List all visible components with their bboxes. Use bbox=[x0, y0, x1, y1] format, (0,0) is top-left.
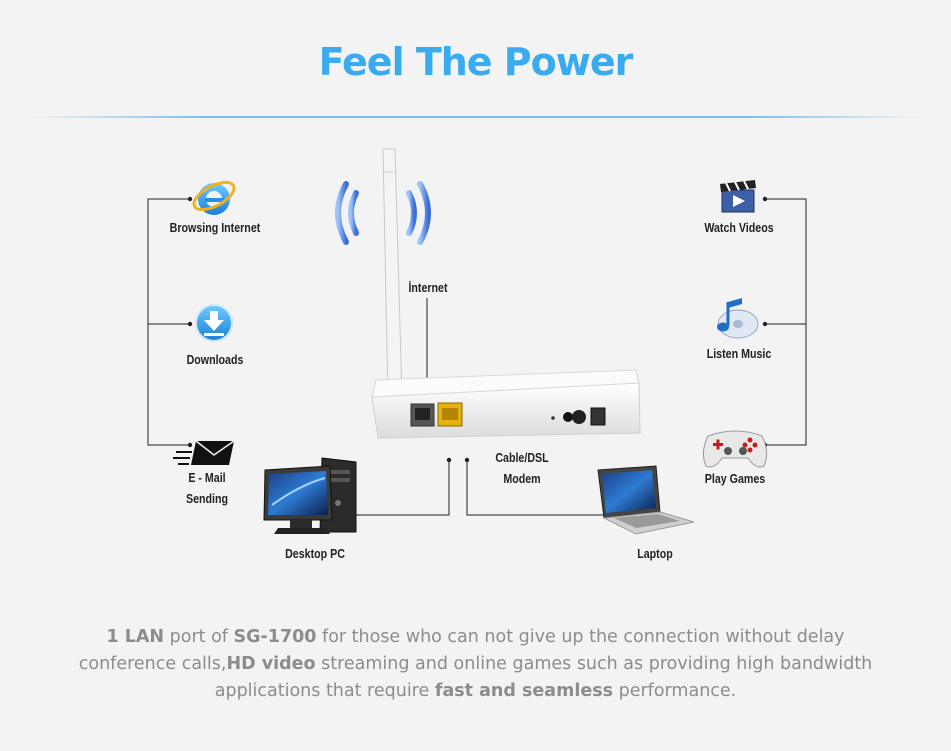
label-internet: İnternet bbox=[408, 280, 448, 295]
desc-lan: 1 LAN bbox=[106, 627, 165, 647]
download-icon bbox=[195, 304, 233, 342]
desc-text-4: performance. bbox=[613, 681, 737, 701]
laptop-connector bbox=[466, 460, 612, 516]
connector-dot bbox=[762, 321, 768, 327]
label-browsing-internet: Browsing Internet bbox=[169, 220, 261, 235]
mail-icon bbox=[173, 440, 235, 465]
title-divider bbox=[30, 116, 921, 118]
connector-dot bbox=[762, 196, 768, 202]
connector-dot bbox=[187, 321, 193, 327]
laptop-icon bbox=[597, 465, 695, 535]
wifi-icon bbox=[335, 181, 431, 245]
desc-hd-video: HD video bbox=[226, 654, 316, 674]
desc-fast-seamless: fast and seamless bbox=[434, 681, 614, 701]
ie-icon bbox=[192, 180, 236, 215]
desktop-pc-icon bbox=[263, 457, 357, 534]
desc-text-2: for those who can not give up the connec… bbox=[78, 627, 845, 674]
connector-dot bbox=[464, 457, 470, 463]
gamepad-icon bbox=[702, 430, 768, 468]
desc-text-1: port of bbox=[164, 627, 234, 647]
right-connector bbox=[765, 198, 807, 446]
desktop-connector bbox=[355, 460, 450, 516]
label-email-line1: E - Mail bbox=[188, 470, 226, 485]
connector-dot bbox=[187, 442, 193, 448]
label-desktop-pc: Desktop PC bbox=[285, 546, 345, 561]
music-icon bbox=[717, 298, 759, 339]
label-modem-line1: Cable/DSL bbox=[495, 450, 549, 465]
label-modem-line2: Modem bbox=[503, 471, 541, 486]
label-listen-music: Listen Music bbox=[706, 346, 772, 361]
label-watch-videos: Watch Videos bbox=[704, 220, 774, 235]
label-email-line2: Sending bbox=[185, 491, 229, 506]
description-text: 1 LAN port of SG-1700 for those who can … bbox=[60, 624, 891, 705]
page-title: Feel The Power bbox=[318, 40, 634, 84]
router-icon bbox=[371, 148, 641, 439]
desc-text-3: streaming and online games such as provi… bbox=[214, 654, 873, 701]
label-play-games: Play Games bbox=[704, 471, 766, 486]
connector-dot bbox=[187, 196, 193, 202]
video-icon bbox=[720, 180, 756, 213]
desc-model: SG-1700 bbox=[233, 627, 317, 647]
label-laptop: Laptop bbox=[637, 546, 673, 561]
left-connector bbox=[147, 198, 190, 446]
label-downloads: Downloads bbox=[186, 352, 244, 367]
connector-dot bbox=[446, 457, 452, 463]
